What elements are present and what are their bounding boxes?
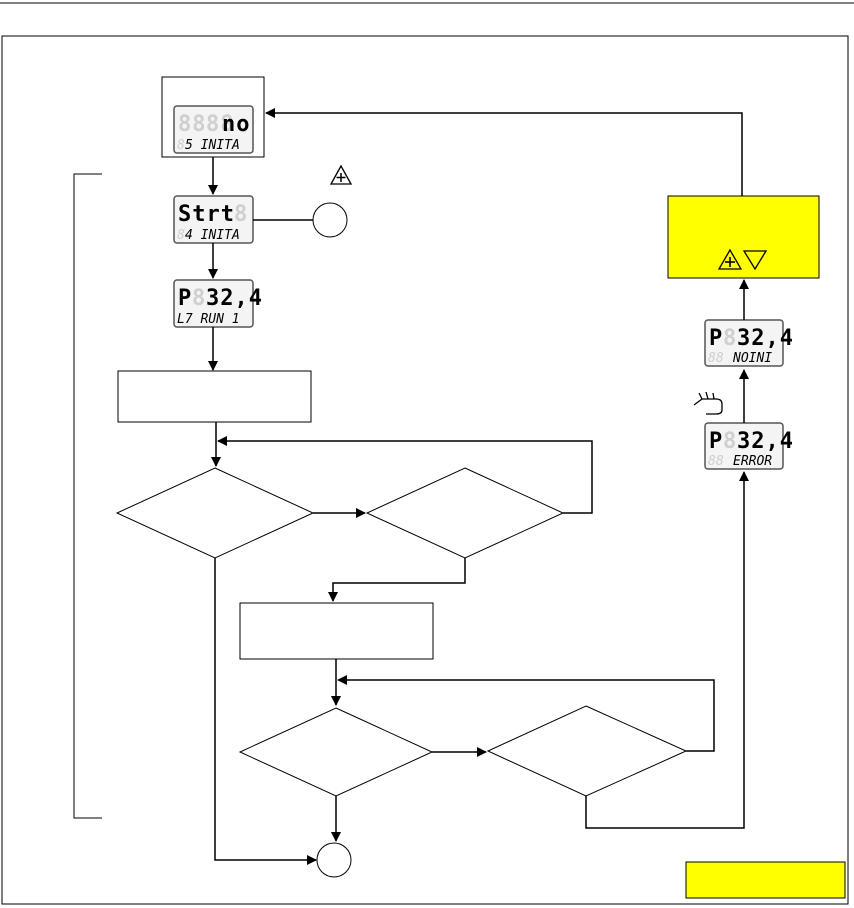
display-1-sub-ghost: 8 [177,138,185,153]
highlight-tag [685,861,846,899]
display-2-top: Strt [178,202,235,227]
outer-frame [1,35,849,905]
decision-diamond-4 [486,705,688,797]
display-1-ghost: 88 [178,112,207,137]
decision-diamond-2 [365,467,565,559]
display-3-top: P [178,286,192,311]
display-4-value: 32,4 [737,326,794,351]
display-5-top: P [709,429,723,454]
display-4-top: P [709,326,723,351]
display-1-sub: 5 INITA [185,138,240,153]
display-s-inita: 88 88 no 8 5 INITA [173,105,254,154]
display-5-ghost: 8 [723,429,737,454]
loop-back-1 [217,436,593,514]
display-3-sub: L7 RUN 1 [177,312,240,327]
decision-diamond-3 [238,707,434,797]
display-4-ghost: 8 [723,326,737,351]
display-1-top: no [222,112,251,137]
display-5-sub-ghost: 88 [708,454,724,469]
display-5-sub: ERROR [733,454,772,469]
process-box-1 [117,370,312,423]
connector-circle-top [312,202,348,238]
highlight-box [667,195,820,279]
display-strt: Strt 8 8 4 INITA [173,195,254,244]
display-2-sub: 4 INITA [185,228,240,243]
left-bracket [73,173,102,819]
display-5-value: 32,4 [737,429,794,454]
display-3-ghost: 8 [192,286,206,311]
display-noini: P 8 32,4 88 NOINI [704,319,794,367]
display-run: P 8 32,4 L7 RUN 1 [173,279,263,328]
display-3-value: 32,4 [206,286,263,311]
display-4-sub: NOINI [732,351,772,366]
process-box-2 [239,602,434,660]
arrow-d4-error [585,471,749,829]
decision-diamond-1 [115,467,315,559]
arrow-yellow-initial [265,108,743,196]
display-4-sub-ghost: 88 [708,351,724,366]
arrow-d1-end [214,558,317,865]
display-2-ghost: 8 [234,202,248,227]
plus-triangle-icon [329,164,353,185]
connector-circle-end [316,842,352,878]
loop-back-2 [337,675,715,752]
hand-press-icon [693,391,723,415]
arrow-d2-box2 [328,558,466,602]
display-2-sub-ghost: 8 [177,228,185,243]
display-1-ghost-2: 88 [206,112,235,137]
display-error: P 8 32,4 88 ERROR [704,422,794,470]
plus-down-triangle-icon [717,248,768,271]
